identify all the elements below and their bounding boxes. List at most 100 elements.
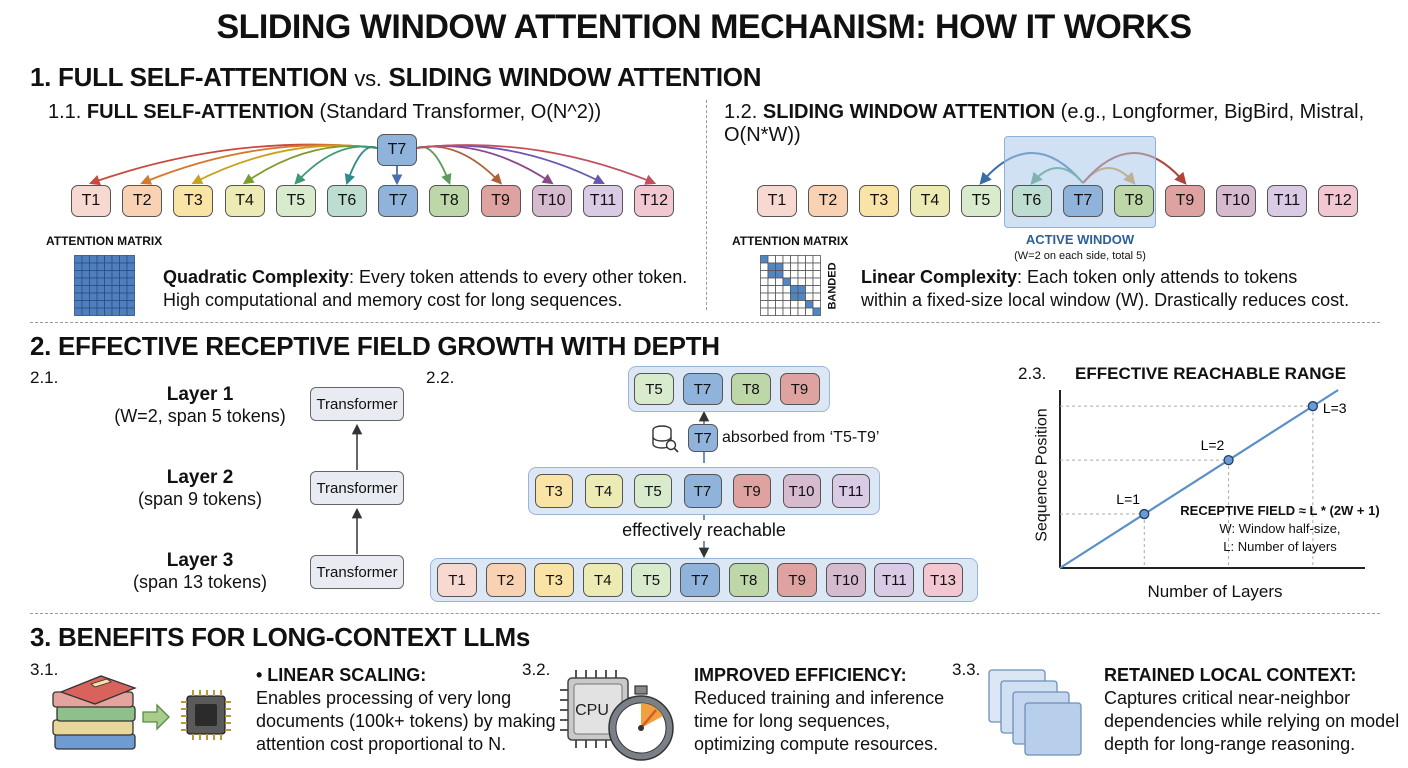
sliding-attention-num: 1.2. xyxy=(724,101,758,123)
sliding-attention-subheading: 1.2. SLIDING WINDOW ATTENTION (e.g., Lon… xyxy=(724,101,1408,147)
benefit-3-line3: depth for long-range reasoning. xyxy=(1104,734,1356,754)
section1-heading-a: 1. FULL SELF-ATTENTION xyxy=(30,62,348,92)
layer-2-label: Layer 2 (span 9 tokens) xyxy=(100,467,300,510)
window-token-t2: T2 xyxy=(808,185,848,217)
chart-point-2 xyxy=(1223,454,1234,466)
layer-1-label: Layer 1 (W=2, span 5 tokens) xyxy=(100,384,300,427)
full-attention-detail: (Standard Transformer, O(N^2)) xyxy=(319,101,602,123)
window-token-t6: T6 xyxy=(1012,185,1052,217)
window-token-t8: T8 xyxy=(1114,185,1154,217)
chart-point-1 xyxy=(1139,508,1150,520)
full-matrix-label: ATTENTION MATRIX xyxy=(46,234,163,248)
chart-point-3 xyxy=(1307,401,1319,412)
full-token-t11: T11 xyxy=(583,185,623,217)
active-window-note: (W=2 on each side, total 5) xyxy=(1014,250,1146,262)
chart-title: EFFECTIVE REACHABLE RANGE xyxy=(1075,364,1347,383)
full-token-t6: T6 xyxy=(327,185,367,217)
benefit-2-title: IMPROVED EFFICIENCY: xyxy=(694,665,907,685)
books-stack-icon xyxy=(52,675,137,750)
active-window-label: ACTIVE WINDOW xyxy=(1025,232,1135,247)
chart-point-label-3: L=3 xyxy=(1323,400,1347,416)
cpu-label: CPU xyxy=(575,702,609,719)
receptive-field-line2: L: Number of layers xyxy=(1223,539,1337,554)
receptive-field-line1: W: Window half-size, xyxy=(1219,521,1341,536)
full-token-t12: T12 xyxy=(634,185,675,217)
row3-token-t11: T11 xyxy=(874,563,915,597)
absorbed-token: T7 xyxy=(688,424,718,452)
layer-2-note: (span 9 tokens) xyxy=(137,489,263,509)
layer-2-name: Layer 2 xyxy=(166,467,234,488)
stopwatch-icon xyxy=(608,685,674,761)
arrow-right-icon xyxy=(142,703,170,731)
row3-token-t3: T3 xyxy=(534,563,575,597)
receptive-field-annotation: RECEPTIVE FIELD ≈ L * (2W + 1) W: Window… xyxy=(1160,503,1400,554)
row3-token-t2: T2 xyxy=(485,563,526,597)
row1-token-t9: T9 xyxy=(779,373,820,405)
window-token-t10: T10 xyxy=(1216,185,1256,217)
transformer-block-2: Transformer xyxy=(310,471,404,505)
full-attention-num: 1.1. xyxy=(48,101,82,123)
chart-ylabel: Sequence Position xyxy=(1034,408,1051,542)
window-token-t5: T5 xyxy=(961,185,1001,217)
layer-3-name: Layer 3 xyxy=(166,550,234,571)
row2-token-t4: T4 xyxy=(584,474,623,508)
benefit-3-num: 3.3. xyxy=(952,660,981,679)
section2-num-b: 2.2. xyxy=(426,368,455,387)
divider-2 xyxy=(30,613,1380,614)
full-attention-arrow-t12 xyxy=(416,144,657,185)
benefit-3-title: RETAINED LOCAL CONTEXT: xyxy=(1104,665,1357,685)
window-token-t3: T3 xyxy=(859,185,899,217)
benefit-1-line1: Enables processing of very long xyxy=(256,688,512,708)
quadratic-complexity-text: Quadratic Complexity: Every token attend… xyxy=(163,266,687,312)
section2-heading: 2. EFFECTIVE RECEPTIVE FIELD GROWTH WITH… xyxy=(30,331,720,361)
benefit-3-line2: dependencies while relying on model xyxy=(1104,711,1400,731)
linear-complexity-title: Linear Complexity xyxy=(861,267,1018,287)
benefit-3: RETAINED LOCAL CONTEXT: Captures critica… xyxy=(1104,665,1399,756)
section3-heading: 3. BENEFITS FOR LONG-CONTEXT LLMs xyxy=(30,622,530,652)
benefit-1-num: 3.1. xyxy=(30,660,59,679)
window-token-t1: T1 xyxy=(757,185,797,217)
row3-token-t4: T4 xyxy=(582,563,623,597)
linear-complexity-text: Linear Complexity: Each token only atten… xyxy=(861,266,1349,312)
full-token-t4: T4 xyxy=(224,185,265,217)
reachable-text: effectively reachable xyxy=(604,520,804,541)
section1-heading-vs: vs. xyxy=(354,66,382,91)
quadratic-complexity-line1: : Every token attends to every other tok… xyxy=(349,267,688,287)
full-attention-name: FULL SELF-ATTENTION xyxy=(86,101,314,123)
layer-1-note: (W=2, span 5 tokens) xyxy=(114,406,286,426)
layer-3-note: (span 13 tokens) xyxy=(132,572,268,592)
window-token-t4: T4 xyxy=(910,185,950,217)
matrix-cell xyxy=(812,307,821,316)
row2-token-t11: T11 xyxy=(832,474,870,508)
window-token-t11: T11 xyxy=(1267,185,1307,217)
quadratic-complexity-line2: High computational and memory cost for l… xyxy=(163,290,623,310)
matrix-cell xyxy=(126,307,135,316)
chart-xlabel: Number of Layers xyxy=(1147,582,1283,601)
layer-3-label: Layer 3 (span 13 tokens) xyxy=(100,550,300,593)
row2-token-t9: T9 xyxy=(733,474,771,508)
linear-complexity-line1: : Each token only attends to tokens xyxy=(1017,267,1298,287)
row3-token-t9: T9 xyxy=(777,563,818,597)
row2-token-t7: T7 xyxy=(683,474,722,508)
window-token-t7: T7 xyxy=(1063,185,1103,217)
stacked-windows-icon xyxy=(988,669,1082,756)
linear-complexity-line2: within a fixed-size local window (W). Dr… xyxy=(861,290,1350,310)
row3-token-t1: T1 xyxy=(437,563,477,597)
section1-heading: 1. FULL SELF-ATTENTION vs. SLIDING WINDO… xyxy=(30,62,761,93)
full-token-t1: T1 xyxy=(71,185,111,217)
full-token-t9: T9 xyxy=(480,185,521,217)
row1-token-t8: T8 xyxy=(731,373,771,405)
section1-vertical-divider xyxy=(706,100,707,310)
database-search-icon xyxy=(652,425,679,453)
full-token-t10: T10 xyxy=(531,185,572,217)
row2-token-t5: T5 xyxy=(634,474,672,508)
benefit-1-line3: attention cost proportional to N. xyxy=(256,734,507,754)
window-token-t12: T12 xyxy=(1318,185,1358,217)
row3-token-t7: T7 xyxy=(680,563,720,597)
sliding-attention-name: SLIDING WINDOW ATTENTION xyxy=(762,101,1056,123)
transformer-block-1: Transformer xyxy=(310,387,404,421)
full-query-token: T7 xyxy=(377,134,417,166)
full-attention-subheading: 1.1. FULL SELF-ATTENTION (Standard Trans… xyxy=(48,101,601,124)
sliding-attention-detail: (e.g., Longformer, BigBird, Mistral, O(N… xyxy=(724,101,1365,146)
chart-ylabel-box: Sequence Position xyxy=(1028,390,1058,560)
